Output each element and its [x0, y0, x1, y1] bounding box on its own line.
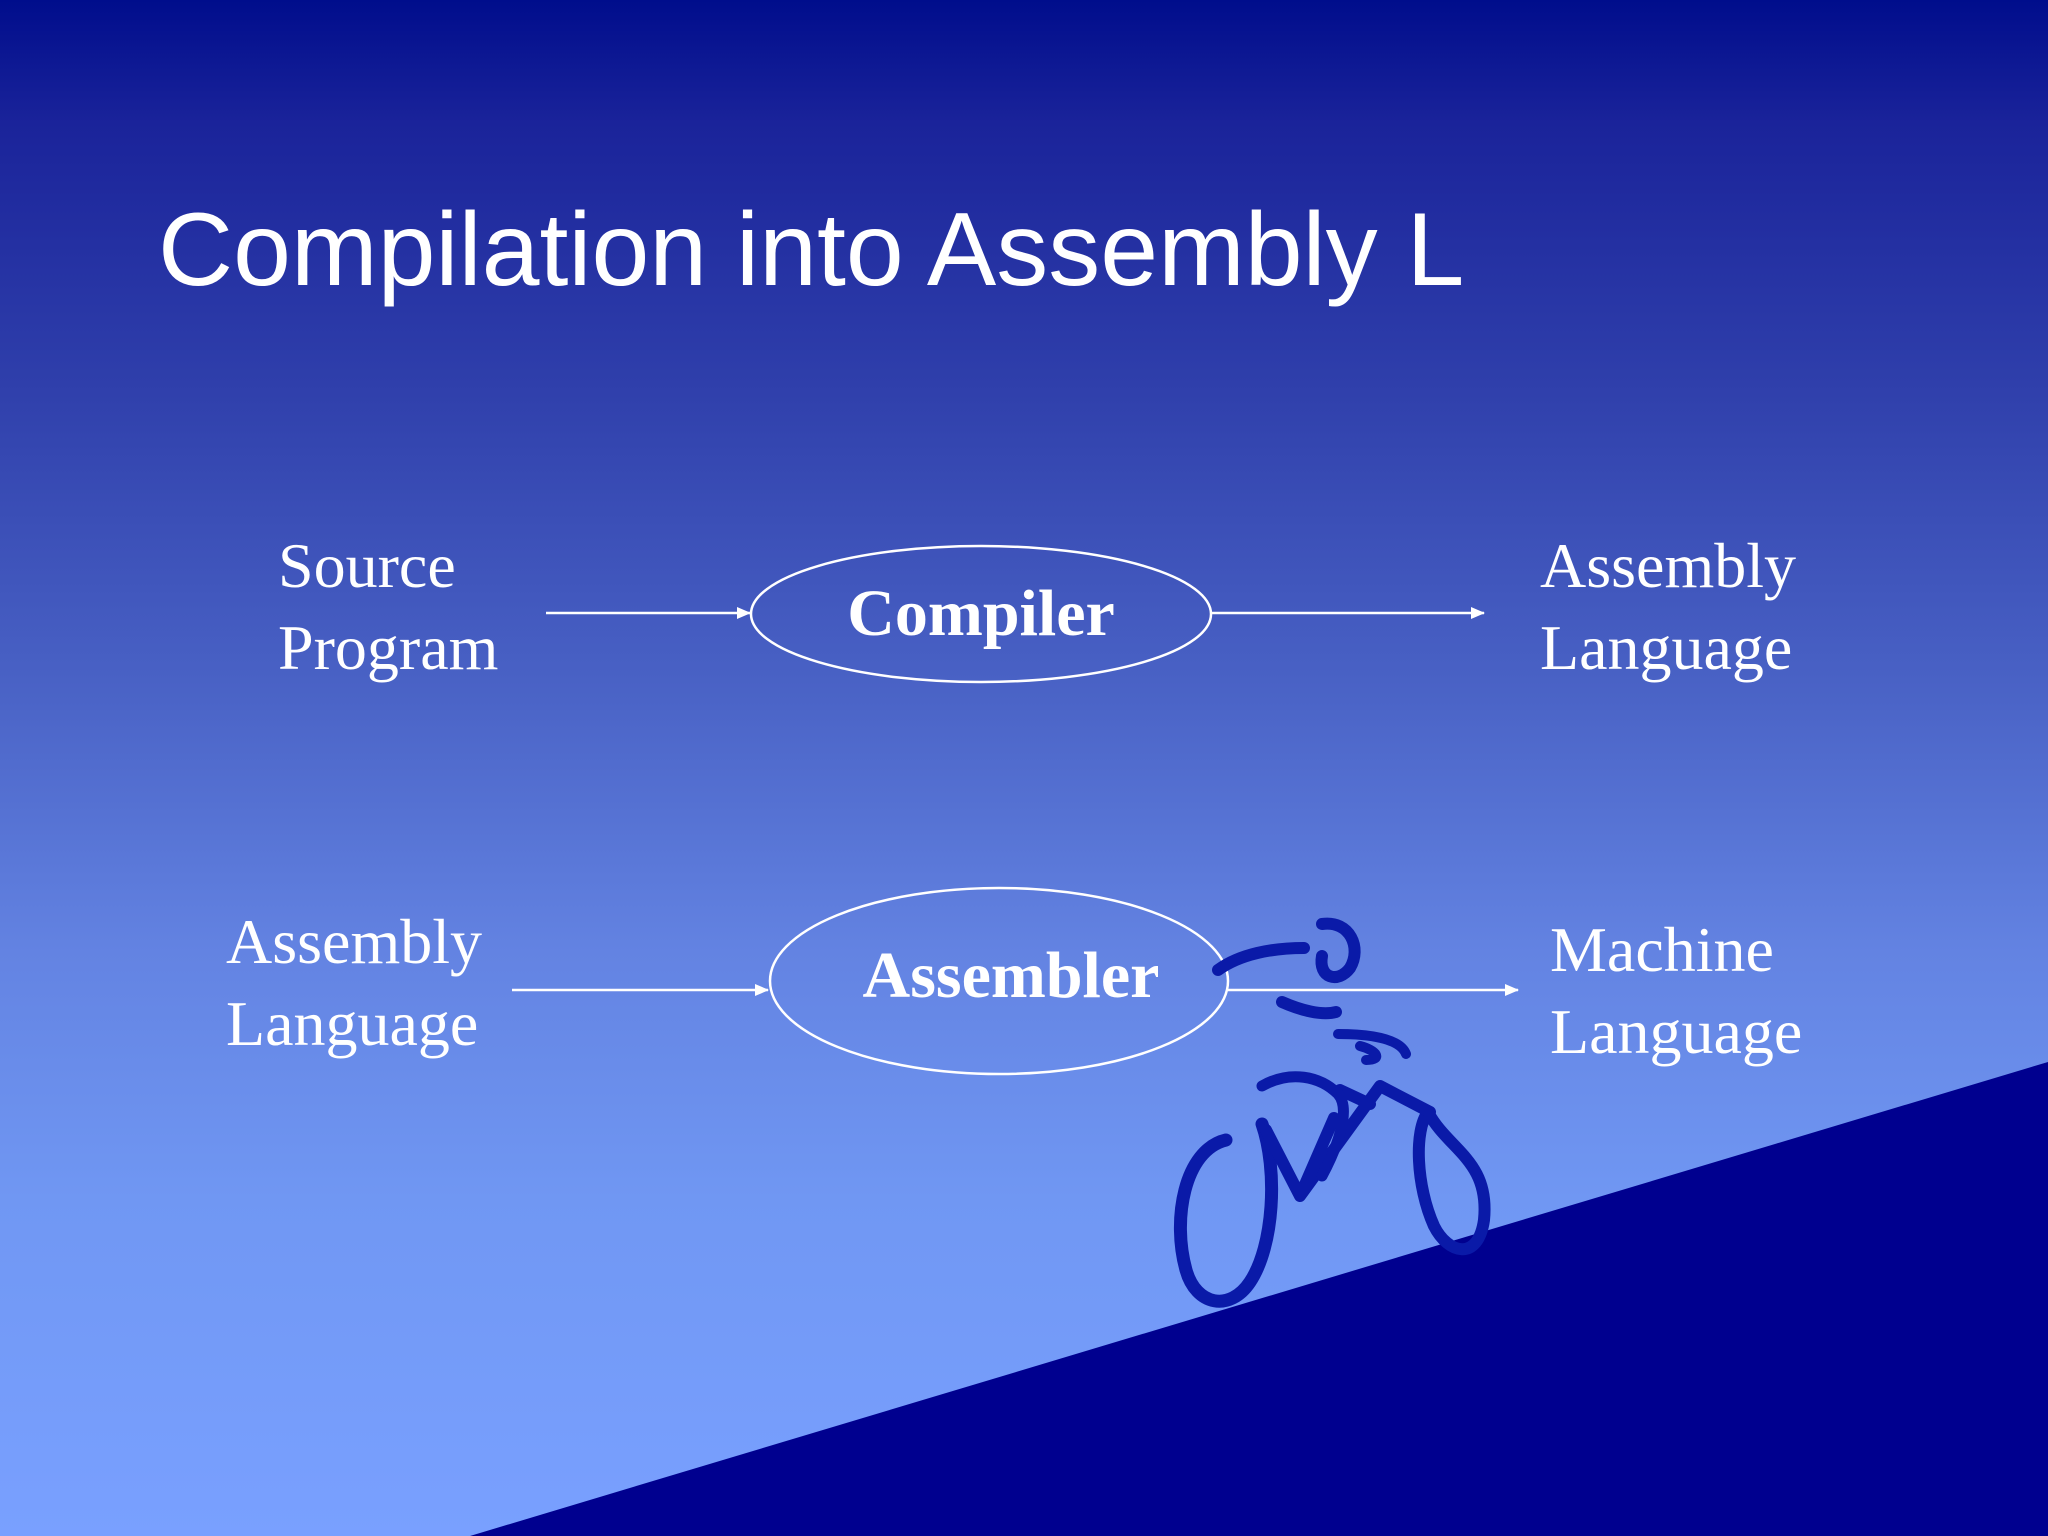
slope-shape: [470, 1062, 2048, 1536]
assembly-language-input-label: Assembly Language: [226, 901, 482, 1065]
assembly-language-input-line2: Language: [226, 988, 479, 1059]
assembly-language-output-label: Assembly Language: [1540, 525, 1796, 689]
source-program-line1: Source: [278, 530, 456, 601]
machine-language-line2: Language: [1550, 996, 1803, 1067]
compiler-ellipse: [749, 544, 1213, 684]
assembler-ellipse: [768, 886, 1230, 1076]
assembly-language-output-line2: Language: [1540, 612, 1793, 683]
cyclist-icon: [1174, 917, 1491, 1308]
assembly-language-input-line1: Assembly: [226, 906, 482, 977]
machine-language-line1: Machine: [1550, 914, 1774, 985]
assembly-language-output-line1: Assembly: [1540, 530, 1796, 601]
slide-title: Compilation into Assembly L: [158, 192, 1465, 308]
assembler-label: Assembler: [862, 939, 1160, 1012]
source-program-label: Source Program: [278, 525, 498, 689]
source-program-line2: Program: [278, 612, 499, 683]
machine-language-label: Machine Language: [1550, 909, 1802, 1073]
compiler-label: Compiler: [847, 577, 1115, 650]
